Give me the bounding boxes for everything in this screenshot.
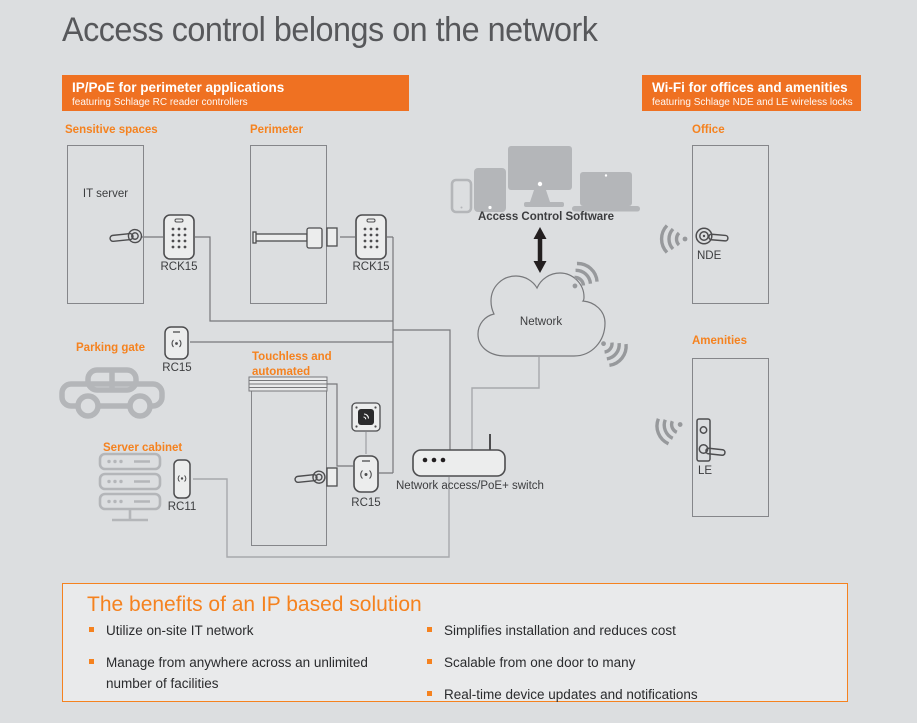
devices-cluster-icon [450, 146, 640, 214]
page-title: Access control belongs on the network [62, 11, 598, 49]
benefits-list-right: Simplifies installation and reduces cost… [425, 621, 765, 717]
car-icon [59, 367, 165, 419]
benefit-item: Real-time device updates and notificatio… [425, 685, 765, 706]
nde-lock-icon [695, 227, 729, 245]
wifi-signal-icon [655, 418, 683, 446]
label-network: Network [519, 316, 563, 328]
le-lock-icon [696, 418, 726, 462]
exit-bar-icon [252, 227, 323, 249]
poe-switch-icon [412, 434, 506, 477]
device-label-rc11: RC11 [167, 501, 197, 513]
strike-plate-icon [326, 467, 338, 487]
section-label-server-cabinet: Server cabinet [103, 442, 183, 454]
door-handle-icon [109, 228, 143, 244]
banner-wifi: Wi-Fi for offices and amenities featurin… [642, 75, 861, 111]
reader-mullion-icon [164, 326, 189, 360]
section-label-office: Office [692, 124, 725, 136]
section-label-amenities: Amenities [692, 335, 747, 347]
benefit-item: Utilize on-site IT network [87, 621, 417, 642]
benefit-item: Simplifies installation and reduces cost [425, 621, 765, 642]
door-sensitive-spaces [67, 145, 144, 304]
benefits-list-left: Utilize on-site IT network Manage from a… [87, 621, 417, 706]
device-label-rc15-b: RC15 [351, 497, 381, 509]
wifi-signal-icon [601, 341, 628, 368]
door-handle-icon [294, 470, 326, 484]
section-label-touchless: Touchless and automated [252, 351, 332, 378]
device-label-rck15-b: RCK15 [352, 261, 390, 273]
section-label-sensitive-spaces: Sensitive spaces [65, 124, 158, 136]
device-label-nde: NDE [697, 250, 722, 262]
touchless-actuator-icon [351, 402, 381, 432]
device-label-rck15-a: RCK15 [160, 261, 198, 273]
section-label-parking-gate: Parking gate [76, 342, 146, 354]
door-office [692, 145, 769, 304]
strike-plate-icon [326, 227, 338, 247]
wifi-signal-icon [659, 224, 688, 254]
banner-wifi-title: Wi-Fi for offices and amenities [652, 80, 848, 95]
benefit-item: Manage from anywhere across an unlimited… [87, 653, 417, 695]
banner-ip-poe: IP/PoE for perimeter applications featur… [62, 75, 409, 111]
banner-ip-poe-title: IP/PoE for perimeter applications [72, 80, 285, 95]
section-label-perimeter: Perimeter [250, 124, 304, 136]
benefit-item: Scalable from one door to many [425, 653, 765, 674]
banner-wifi-subtitle: featuring Schlage NDE and LE wireless lo… [652, 96, 853, 108]
reader-keypad-icon [355, 214, 387, 260]
server-rack-icon [98, 452, 162, 522]
reader-slim-icon [173, 459, 191, 499]
device-label-rc15-a: RC15 [162, 362, 192, 374]
benefits-panel: The benefits of an IP based solution Uti… [62, 583, 848, 702]
reader-mullion-icon [353, 455, 379, 493]
door-text-it-server: IT server [82, 188, 129, 200]
banner-ip-poe-subtitle: featuring Schlage RC reader controllers [72, 96, 248, 108]
door-amenities [692, 358, 769, 517]
device-label-le: LE [698, 465, 713, 477]
reader-keypad-icon [163, 214, 195, 260]
benefits-title: The benefits of an IP based solution [87, 593, 422, 616]
wifi-signal-icon [572, 261, 599, 289]
door-touchless [251, 380, 327, 546]
door-perimeter [250, 145, 327, 304]
label-access-control-software: Access Control Software [477, 211, 615, 223]
label-switch: Network access/PoE+ switch [396, 480, 544, 492]
sync-arrow-icon [533, 227, 547, 273]
door-operator-icon [248, 376, 328, 392]
